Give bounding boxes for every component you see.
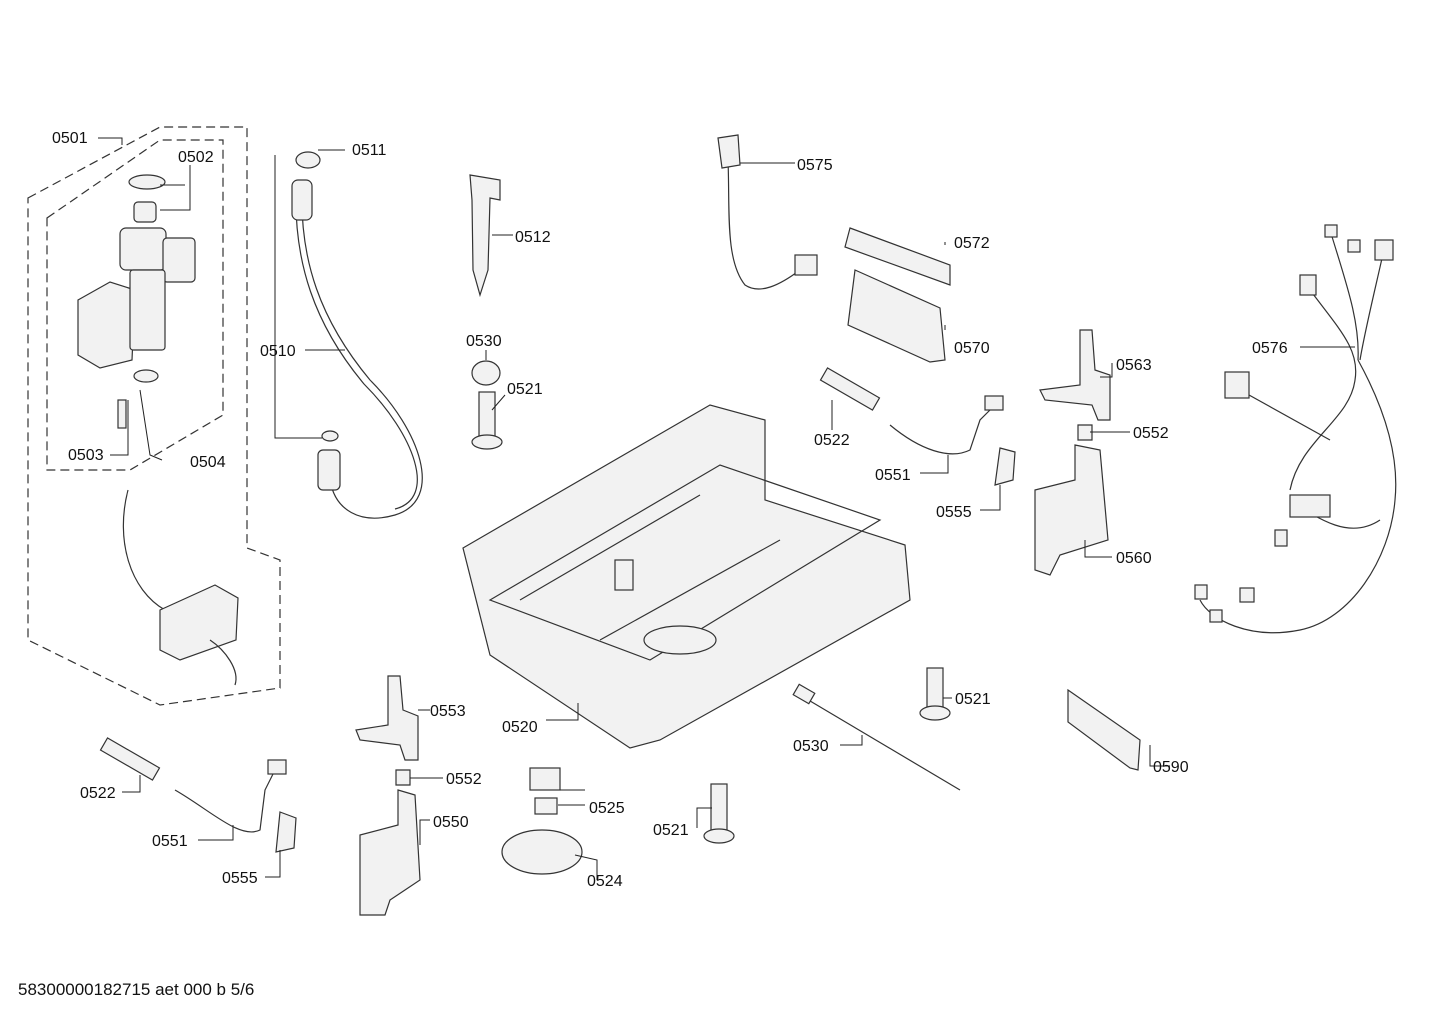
clip-part (994, 447, 1016, 486)
label-0522-left: 0522 (80, 785, 116, 802)
label-0502: 0502 (178, 149, 214, 166)
label-0501: 0501 (52, 130, 88, 147)
label-0590: 0590 (1153, 759, 1189, 776)
base-frame-part (462, 404, 911, 749)
label-0521-right: 0521 (955, 691, 991, 708)
rod-end (792, 683, 816, 705)
aquastop-connector-part (159, 584, 239, 661)
drain-hose-part (301, 189, 423, 519)
screw-foot-lower-base (703, 828, 735, 844)
hose-oring-part (321, 430, 339, 442)
drain-hose-connector (317, 449, 341, 491)
group-0501-outline (27, 126, 281, 706)
label-0530-lower: 0530 (793, 738, 829, 755)
drain-hose-outline (295, 189, 418, 510)
hose-clamp-part (295, 151, 321, 169)
label-0551-right: 0551 (875, 467, 911, 484)
control-box-part (847, 269, 946, 363)
nut-part (471, 360, 501, 386)
power-connector (794, 254, 818, 276)
cable-connector (984, 395, 1004, 411)
hinge-part-left (355, 675, 419, 761)
label-0572: 0572 (954, 235, 990, 252)
vent-part (1067, 688, 1141, 771)
bracket-part-left (359, 789, 421, 916)
screw-foot-right-base (919, 705, 951, 721)
label-0530-top: 0530 (466, 333, 502, 350)
drain-hose-end (291, 179, 313, 221)
label-0525: 0525 (589, 800, 625, 817)
inlet-valve-part (77, 174, 196, 429)
screw-foot-part (478, 391, 496, 438)
rod-part (799, 694, 961, 791)
label-0550: 0550 (433, 814, 469, 831)
label-0563: 0563 (1116, 357, 1152, 374)
clip-0552-left (395, 769, 411, 786)
cover-strip-part (844, 227, 951, 286)
label-0522-right: 0522 (814, 432, 850, 449)
power-cord-part (727, 159, 801, 290)
label-0504: 0504 (190, 454, 226, 471)
label-0520: 0520 (502, 719, 538, 736)
document-code: 58300000182715 aet 000 b 5/6 (18, 980, 255, 999)
label-0576: 0576 (1252, 340, 1288, 357)
label-0503: 0503 (68, 447, 104, 464)
leader-lines (98, 137, 1355, 880)
label-0555-left: 0555 (222, 870, 258, 887)
label-0552-left: 0552 (446, 771, 482, 788)
connector-0525-part (529, 767, 561, 791)
screw-foot-lower-part (710, 783, 728, 835)
connector-0525-small (534, 797, 558, 815)
label-0575: 0575 (797, 157, 833, 174)
label-0552-right: 0552 (1133, 425, 1169, 442)
bracket-part-right (1034, 444, 1109, 576)
screw-foot-base (471, 434, 503, 450)
clip-0552-right (1077, 424, 1093, 441)
inlet-hose-part (122, 489, 166, 611)
label-0570: 0570 (954, 340, 990, 357)
label-0553: 0553 (430, 703, 466, 720)
label-0524: 0524 (587, 873, 623, 890)
wiring-harness-part (1194, 224, 1397, 634)
group-0502-outline (46, 139, 224, 471)
label-0555-right: 0555 (936, 504, 972, 521)
power-plug (717, 134, 741, 169)
spring-part (819, 367, 881, 411)
cable-left-part (174, 769, 276, 833)
clip-left-part (275, 811, 297, 853)
cable-part (889, 404, 996, 455)
label-0512: 0512 (515, 229, 551, 246)
label-0560: 0560 (1116, 550, 1152, 567)
connector-wires (209, 639, 237, 686)
cable-left-connector (267, 759, 287, 775)
hinge-part-right (1039, 329, 1111, 421)
label-0511: 0511 (352, 142, 387, 159)
label-0521-lower: 0521 (653, 822, 689, 839)
disc-part (501, 829, 583, 875)
label-0551-left: 0551 (152, 833, 188, 850)
spring-left-part (99, 737, 161, 781)
spike-part (469, 174, 501, 298)
label-0510: 0510 (260, 343, 296, 360)
label-0521-top: 0521 (507, 381, 543, 398)
